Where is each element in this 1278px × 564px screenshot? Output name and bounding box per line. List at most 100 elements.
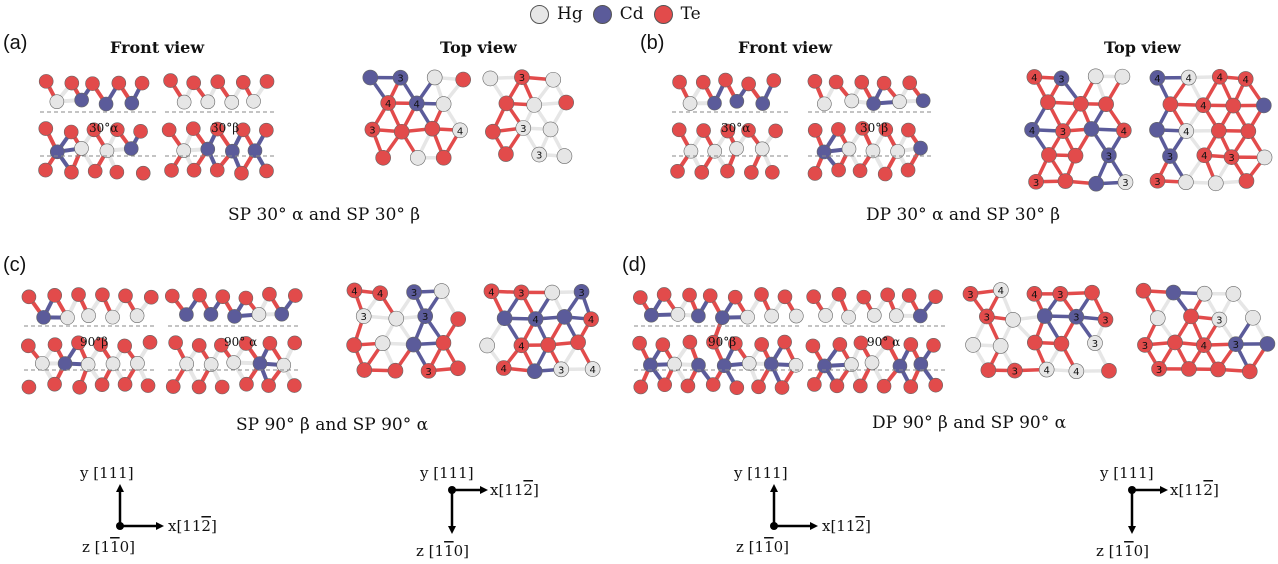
coordination-number: 3 bbox=[984, 312, 990, 323]
atom-cd bbox=[1088, 175, 1104, 192]
panel-c-front-structure-right: 90° α bbox=[164, 286, 303, 395]
atom-te bbox=[1238, 173, 1255, 189]
angle-label: 90° α bbox=[224, 335, 257, 349]
atom-cd bbox=[912, 308, 928, 324]
atom-te bbox=[1041, 147, 1057, 163]
atom-te bbox=[696, 123, 711, 138]
atom-te bbox=[828, 74, 844, 90]
atom-te bbox=[1055, 123, 1071, 139]
atom-te bbox=[142, 334, 158, 350]
origin-dot-icon bbox=[116, 522, 124, 530]
coordination-number: 3 bbox=[518, 288, 524, 299]
coordination-number: 3 bbox=[558, 365, 564, 376]
atom-te bbox=[234, 165, 249, 181]
atom-hg bbox=[251, 307, 267, 322]
atom-group: 333 bbox=[482, 69, 574, 164]
angle-label: 30°β bbox=[860, 121, 888, 135]
atom-hg bbox=[667, 356, 682, 372]
axis-front-c: y [111]x[112]z [110] bbox=[79, 464, 217, 556]
atom-cd bbox=[406, 284, 422, 300]
origin-dot-icon bbox=[1128, 486, 1136, 494]
atom-te bbox=[109, 122, 125, 137]
atom-te bbox=[1225, 97, 1242, 114]
atom-te bbox=[1223, 149, 1240, 165]
atom-te bbox=[483, 283, 500, 300]
atom-cd bbox=[252, 356, 268, 371]
atom-te bbox=[485, 123, 501, 140]
coordination-number: 3 bbox=[1058, 74, 1064, 85]
atom-group bbox=[161, 73, 275, 181]
axis-label: z [110] bbox=[416, 542, 469, 560]
atom-te bbox=[807, 122, 823, 138]
coordination-number: 4 bbox=[1043, 366, 1049, 377]
atom-te bbox=[901, 122, 916, 138]
coordination-number: 4 bbox=[1185, 74, 1191, 85]
atom-te bbox=[805, 338, 821, 354]
panel-b-caption: DP 30° α and SP 30° β bbox=[866, 205, 1061, 225]
axis-label: z [110] bbox=[1096, 542, 1149, 560]
atom-cd bbox=[274, 306, 290, 322]
atom-te bbox=[435, 335, 452, 351]
atom-te bbox=[261, 378, 276, 393]
atom-hg bbox=[888, 308, 904, 324]
bond-group bbox=[969, 288, 1111, 373]
atom-hg bbox=[865, 143, 881, 159]
atom-te bbox=[86, 122, 102, 138]
atom-te bbox=[831, 122, 846, 137]
coordination-number: 3 bbox=[967, 290, 973, 301]
atom-hg bbox=[1178, 174, 1194, 190]
atom-cd bbox=[1101, 147, 1117, 164]
atom-te bbox=[1026, 69, 1043, 85]
atom-te bbox=[829, 378, 845, 394]
atom-cd bbox=[913, 356, 929, 372]
atom-hg bbox=[1117, 174, 1134, 191]
atom-te bbox=[21, 379, 37, 395]
atom-te bbox=[135, 165, 151, 181]
atom-cd bbox=[816, 144, 832, 160]
panel-c-caption: SP 90° β and SP 90° α bbox=[236, 415, 429, 435]
atom-te bbox=[498, 146, 514, 162]
coordination-number: 3 bbox=[1167, 152, 1173, 163]
atom-cd bbox=[1149, 70, 1166, 86]
atom-cd bbox=[526, 363, 543, 380]
panel-a-top-title: Top view bbox=[440, 38, 517, 57]
atom-te bbox=[94, 377, 110, 393]
coordination-number: 4 bbox=[501, 364, 507, 375]
atom-te bbox=[903, 337, 919, 352]
atom-te bbox=[514, 69, 530, 85]
arrow-head-icon bbox=[156, 522, 164, 530]
atom-te bbox=[210, 121, 225, 137]
atom-te bbox=[774, 380, 790, 395]
coordination-number: 3 bbox=[536, 151, 542, 162]
coordination-number: 4 bbox=[414, 99, 420, 110]
atom-te bbox=[513, 284, 530, 301]
atom-hg bbox=[729, 141, 744, 156]
atom-te bbox=[741, 76, 756, 92]
atom-te bbox=[262, 286, 277, 302]
atom-te bbox=[727, 289, 743, 305]
atom-te bbox=[1097, 311, 1114, 328]
atom-cd bbox=[1036, 308, 1053, 324]
atom-hg bbox=[479, 337, 495, 354]
panel-d-front-structure-right: 90° α bbox=[805, 286, 946, 395]
atom-hg bbox=[388, 310, 405, 327]
atom-cd bbox=[98, 96, 114, 112]
atom-cd bbox=[225, 143, 240, 159]
atom-cd bbox=[691, 357, 706, 373]
bond-group bbox=[1141, 288, 1269, 374]
atom-te bbox=[238, 336, 254, 351]
atom-hg bbox=[1256, 149, 1273, 166]
atom-cd bbox=[49, 144, 65, 160]
atom-legend: Hg Cd Te bbox=[530, 2, 711, 26]
atom-te bbox=[853, 378, 868, 394]
atom-te bbox=[902, 75, 918, 91]
legend-label-te: Te bbox=[680, 4, 701, 24]
atom-hg bbox=[60, 310, 75, 325]
atom-te bbox=[694, 165, 710, 180]
bond-group bbox=[352, 288, 460, 373]
atom-hg bbox=[179, 356, 195, 372]
panel-c-front-structure-left: 90°β bbox=[21, 287, 159, 395]
atom-te bbox=[165, 379, 181, 394]
